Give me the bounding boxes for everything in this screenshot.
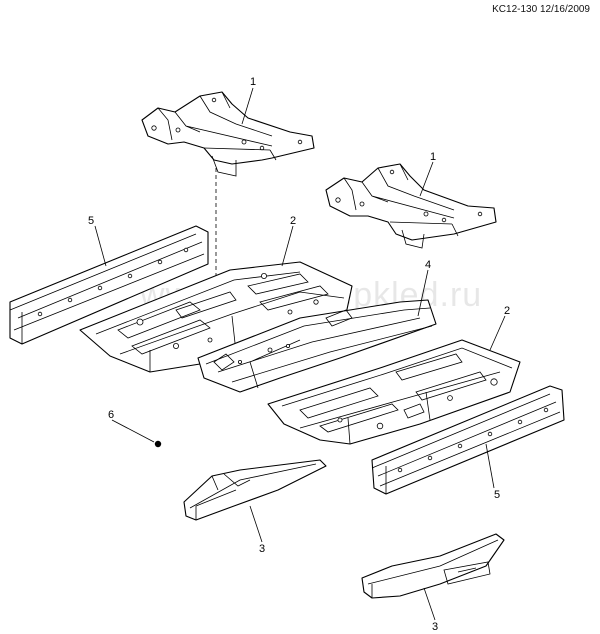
callout-2-left: 2 <box>290 215 296 227</box>
callout-3-right: 3 <box>432 621 438 633</box>
rail-lower-right <box>361 533 505 599</box>
callout-4: 4 <box>425 259 431 271</box>
crossmember-upper-left <box>141 91 315 177</box>
callout-labels: 1 1 2 2 3 3 4 5 5 6 <box>88 76 510 633</box>
diagram-code: KC12-130 12/16/2009 <box>492 4 590 15</box>
nut <box>154 440 162 448</box>
sill-right <box>371 385 565 495</box>
crossmember-upper-right <box>325 163 497 249</box>
callout-6: 6 <box>108 409 114 421</box>
tunnel-panel <box>197 299 437 393</box>
rail-lower-left <box>183 459 327 521</box>
callout-2-right: 2 <box>504 305 510 317</box>
callout-5-left: 5 <box>88 215 94 227</box>
sill-left <box>9 225 209 345</box>
callout-5-right: 5 <box>494 489 500 501</box>
callout-1-upper-left: 1 <box>250 76 256 88</box>
floor-panel-right <box>267 339 521 445</box>
callout-3-left: 3 <box>259 543 265 555</box>
callout-1-upper-right: 1 <box>430 151 436 163</box>
leader-lines <box>94 87 506 621</box>
